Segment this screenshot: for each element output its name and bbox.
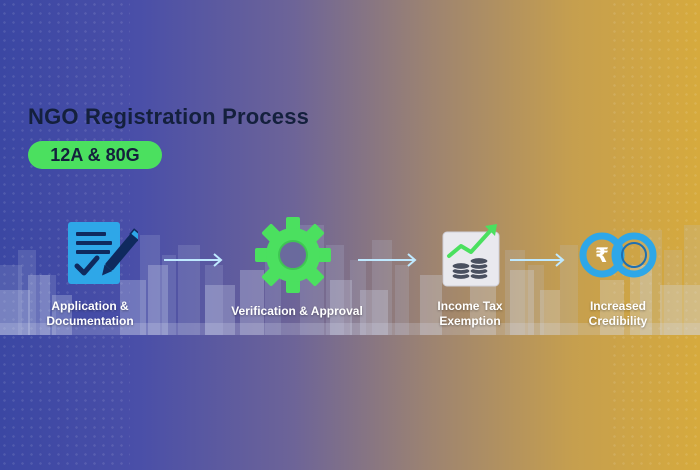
section-badge: 12A & 80G [28, 141, 162, 169]
step-3-line-1: Income Tax [437, 299, 503, 313]
flow-arrow-3 [510, 253, 565, 267]
step-label-income-tax: Income Tax Exemption [420, 299, 520, 329]
step-3-line-2: Exemption [439, 314, 501, 328]
flow-arrow-2 [358, 253, 417, 267]
step-1-line-1: Application & [51, 299, 129, 313]
step-label-verification: Verification & Approval [222, 304, 372, 319]
step-1-line-2: Documentation [46, 314, 134, 328]
city-skyline [0, 225, 700, 335]
gear-icon [255, 217, 331, 293]
document-pen-icon [68, 222, 138, 284]
step-label-application: Application & Documentation [40, 299, 140, 329]
growth-chart-coins-icon [442, 224, 500, 287]
step-2-line-1: Verification & Approval [231, 304, 363, 318]
step-4-line-1: Increased [589, 299, 647, 313]
rupee-link-icon: ₹ [579, 232, 657, 278]
flow-arrow-1 [164, 253, 223, 267]
rupee-symbol: ₹ [595, 243, 609, 267]
page-title: NGO Registration Process [28, 104, 310, 129]
step-4-line-2: Credibility [588, 314, 648, 328]
step-label-credibility: Increased Credibility [568, 299, 668, 329]
